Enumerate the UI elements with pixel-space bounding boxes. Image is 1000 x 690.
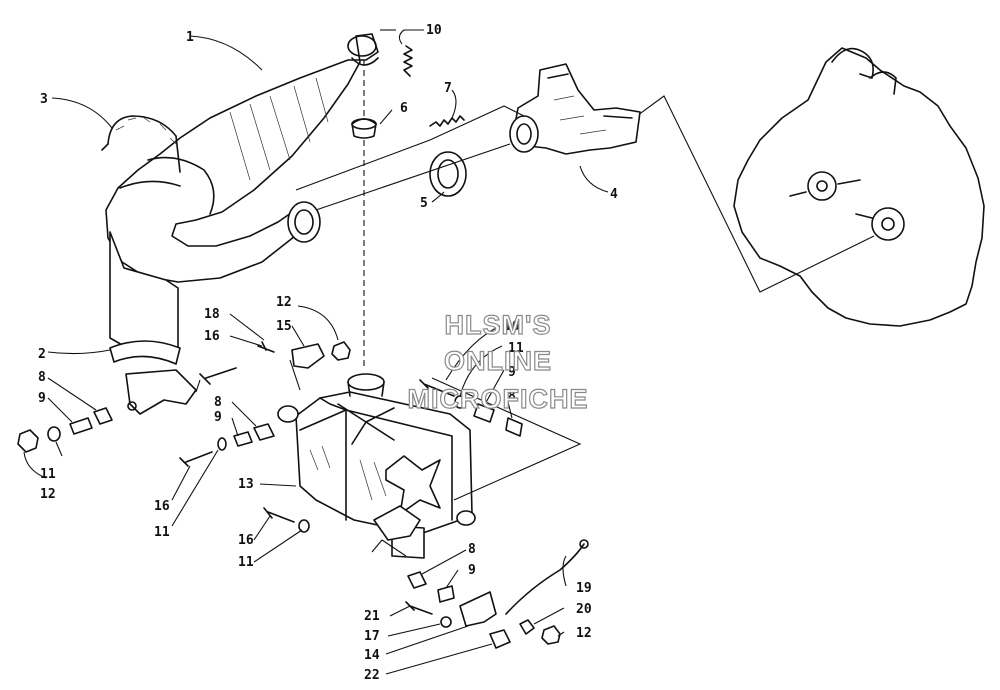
watermark-line-2: ONLINE xyxy=(444,346,552,376)
callout-16-top: 16 xyxy=(204,329,220,344)
callout-8-bottom: 8 xyxy=(468,542,476,557)
callout-4: 4 xyxy=(610,187,618,202)
callout-14: 14 xyxy=(364,648,380,663)
spring-7 xyxy=(429,115,465,127)
muffler-pipe xyxy=(105,33,379,351)
callout-5: 5 xyxy=(420,196,428,211)
callout-20: 20 xyxy=(576,602,592,617)
callout-11-low: 11 xyxy=(238,555,254,570)
spring-10 xyxy=(403,45,413,77)
callout-7: 7 xyxy=(444,81,452,96)
callout-labels: 1 10 3 7 6 4 5 18 12 16 15 2 8 9 8 9 11 … xyxy=(38,23,618,683)
watermark-line-1: HLSM'S xyxy=(445,310,552,340)
callout-10: 10 xyxy=(426,23,442,38)
callout-12-left: 12 xyxy=(40,487,56,502)
callout-11-right: 11 xyxy=(508,341,524,356)
callout-17: 17 xyxy=(364,629,380,644)
callout-6: 6 xyxy=(400,101,408,116)
callout-9-left: 9 xyxy=(38,391,46,406)
callout-19: 19 xyxy=(576,581,592,596)
callout-8-mid: 8 xyxy=(214,395,222,410)
callout-1: 1 xyxy=(186,30,194,45)
exhaust-manifold xyxy=(509,63,641,155)
callout-2: 2 xyxy=(38,347,46,362)
grommet xyxy=(351,118,377,139)
watermark: HLSM'S ONLINE MICROFICHE xyxy=(407,309,589,414)
callout-12-top: 12 xyxy=(276,295,292,310)
leader-lines xyxy=(23,29,609,675)
engine-outline xyxy=(625,47,985,327)
callout-16-low: 16 xyxy=(238,533,254,548)
callout-9-mid: 9 xyxy=(214,410,222,425)
callout-9-bottom: 9 xyxy=(468,563,476,578)
callout-11-left: 11 xyxy=(40,467,56,482)
callout-16-right: 16 xyxy=(504,319,520,334)
watermark-line-3: MICROFICHE xyxy=(408,384,589,414)
callout-21: 21 xyxy=(364,609,380,624)
callout-13: 13 xyxy=(238,477,254,492)
bracket-2 xyxy=(109,340,197,415)
callout-8-right: 8 xyxy=(508,389,516,404)
hanger-spring xyxy=(101,115,181,173)
callout-12-bottom: 12 xyxy=(576,626,592,641)
callout-9-right: 9 xyxy=(508,365,516,380)
callout-16-mid: 16 xyxy=(154,499,170,514)
silencer-can xyxy=(277,373,476,559)
callout-15: 15 xyxy=(276,319,292,334)
callout-3: 3 xyxy=(40,92,48,107)
exhaust-gasket xyxy=(429,151,467,197)
callout-11-mid: 11 xyxy=(154,525,170,540)
callout-18: 18 xyxy=(204,307,220,322)
callout-22: 22 xyxy=(364,668,380,683)
callout-8-left: 8 xyxy=(38,370,46,385)
